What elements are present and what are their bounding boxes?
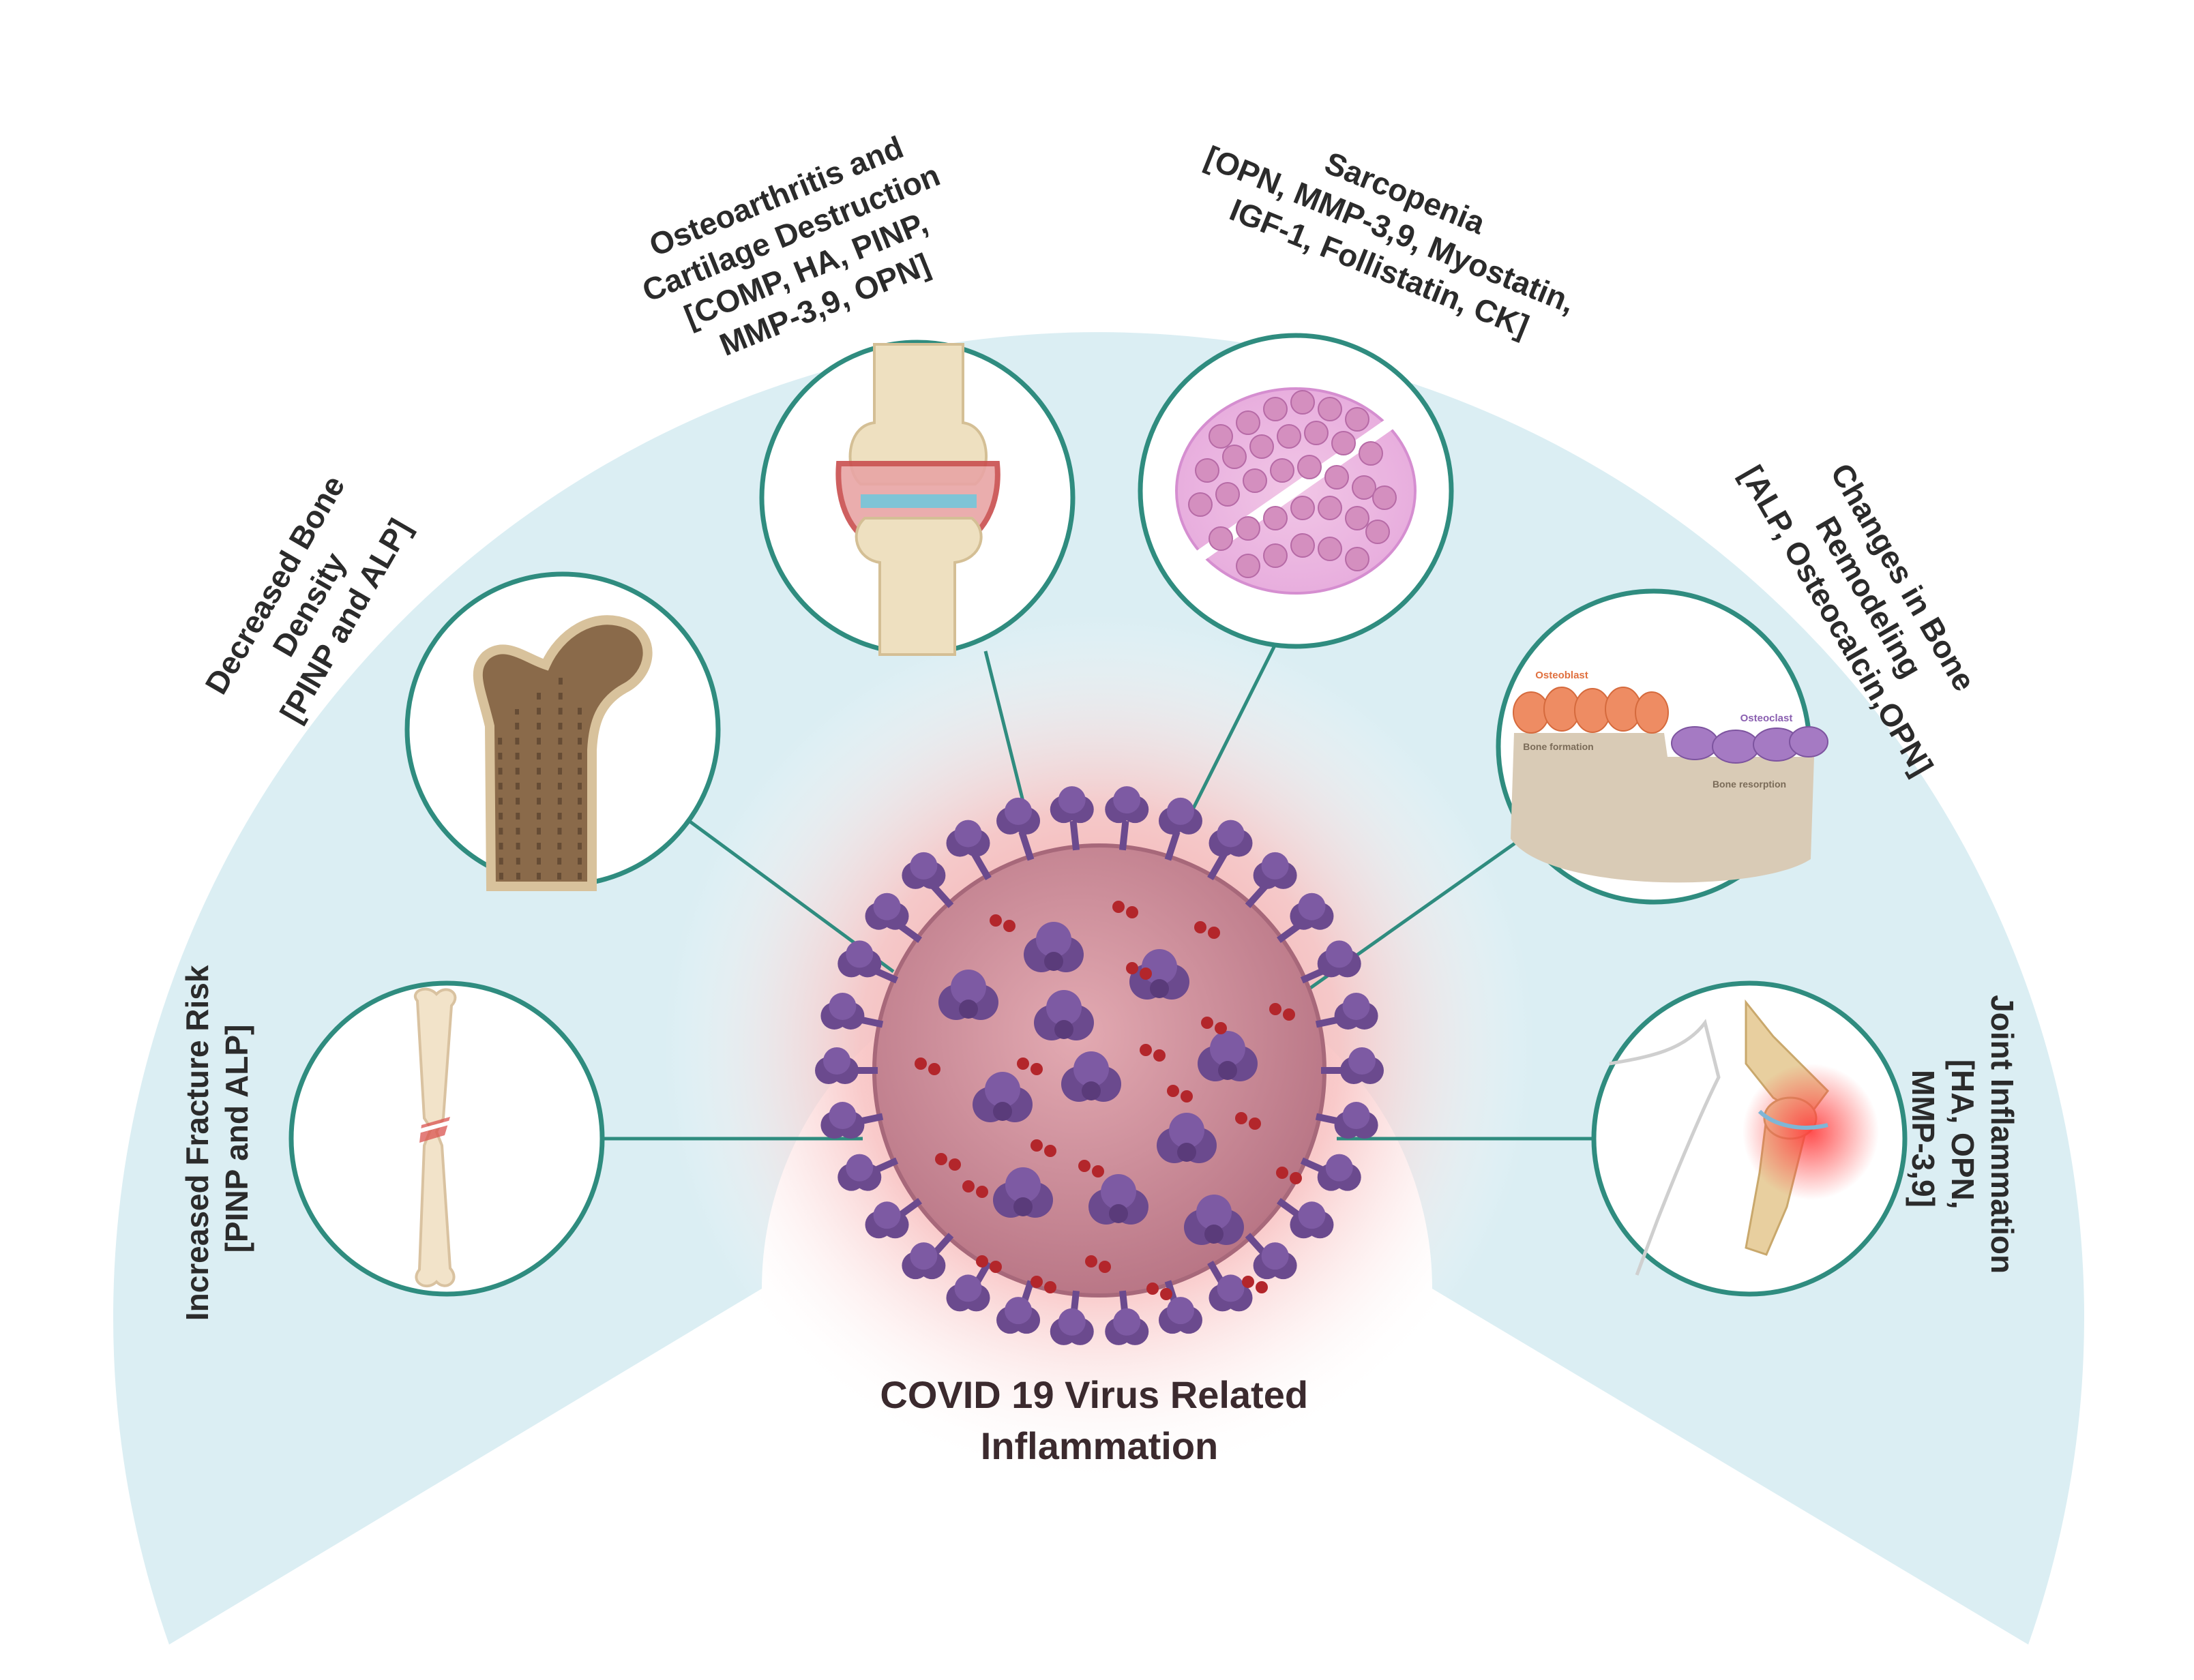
virus-dot [1031, 1139, 1043, 1152]
muscle-cell [1222, 445, 1247, 469]
long-bone-fracture-icon [413, 987, 457, 1287]
coronavirus-icon [815, 786, 1384, 1345]
virus-dot [1167, 1085, 1179, 1097]
muscle-cell [1243, 468, 1267, 493]
muscle-cell [1324, 465, 1349, 490]
joint-label: Joint Inflammation [HA, OPN, MMP-3,9] [1906, 995, 2020, 1282]
virus-dot [1017, 1058, 1029, 1070]
virus-dot [1085, 1255, 1097, 1268]
fracture-label: Increased Fracture Risk [PINP and ALP] [179, 957, 254, 1321]
muscle-cell [1209, 424, 1233, 449]
muscle-cell [1304, 421, 1329, 445]
remodeling-panel: Osteoblast Osteoclast Bone formation Bon… [1496, 588, 1828, 905]
muscle-cell [1290, 390, 1315, 415]
muscle-fiber-icon [1175, 387, 1417, 595]
virus-dot [1146, 1282, 1159, 1295]
sarcopenia-label: Sarcopenia [OPN, MMP-3,9, Myostatin, IGF… [1185, 102, 1603, 360]
muscle-cell [1365, 520, 1390, 544]
muscle-cell [1195, 458, 1219, 483]
muscle-cell [1236, 516, 1260, 541]
virus-dot [1201, 1017, 1213, 1029]
bone-formation-label: Bone formation [1523, 741, 1593, 752]
virus-dot [1031, 1276, 1043, 1288]
virus-dot [990, 914, 1002, 927]
joint-panel [1591, 980, 1908, 1297]
sarcopenia-panel [1138, 333, 1454, 649]
osteoblast-label: Osteoblast [1535, 670, 1588, 681]
muscle-cell [1215, 482, 1240, 507]
muscle-cell [1270, 458, 1294, 483]
muscle-cell [1290, 496, 1315, 520]
muscle-cell [1188, 492, 1213, 517]
virus-dot [935, 1153, 947, 1165]
virus-dot [1112, 901, 1125, 913]
inflamed-knee-icon [1609, 999, 1879, 1276]
virus-dot [915, 1058, 927, 1070]
virus-dot [1194, 921, 1206, 933]
virus-dot [1126, 962, 1138, 974]
femur-head-icon [473, 615, 653, 891]
muscle-cell [1372, 485, 1397, 510]
muscle-cell [1236, 410, 1260, 435]
muscle-cell [1345, 506, 1369, 530]
center-label: COVID 19 Virus Related Inflammation [880, 1373, 1318, 1467]
muscle-cell [1318, 496, 1342, 520]
bone-resorption-label: Bone resorption [1713, 779, 1786, 790]
muscle-cell [1331, 431, 1356, 455]
muscle-cell [1263, 506, 1288, 530]
osteoarthritis-panel [759, 340, 1076, 656]
knee-joint-icon [835, 343, 1000, 656]
virus-dot [1078, 1160, 1091, 1172]
bone-density-panel [404, 571, 721, 891]
virus-dot [1235, 1112, 1247, 1124]
fracture-panel [288, 980, 605, 1297]
muscle-cell [1345, 407, 1369, 432]
muscle-cell [1359, 441, 1383, 466]
muscle-cell [1290, 533, 1315, 558]
muscle-cell [1249, 434, 1274, 459]
virus-dot [976, 1255, 988, 1268]
virus-dot [1276, 1167, 1288, 1179]
virus-dot [962, 1180, 975, 1192]
virus-dot [1140, 1044, 1152, 1056]
virus-dot [1269, 1003, 1281, 1015]
muscle-cell [1318, 537, 1342, 561]
muscle-cell [1318, 397, 1342, 421]
muscle-cell [1352, 475, 1376, 500]
muscle-cell [1263, 543, 1288, 568]
osteoclast-label: Osteoclast [1740, 712, 1793, 724]
muscle-cell [1345, 547, 1369, 571]
bone-remodeling-icon: Osteoblast Osteoclast Bone formation Bon… [1511, 670, 1828, 883]
muscle-cell [1236, 554, 1260, 578]
virus-dot [1242, 1276, 1254, 1288]
muscle-cell [1263, 397, 1288, 421]
muscle-cell [1297, 455, 1322, 479]
muscle-cell [1277, 424, 1301, 449]
muscle-cell [1209, 526, 1233, 551]
